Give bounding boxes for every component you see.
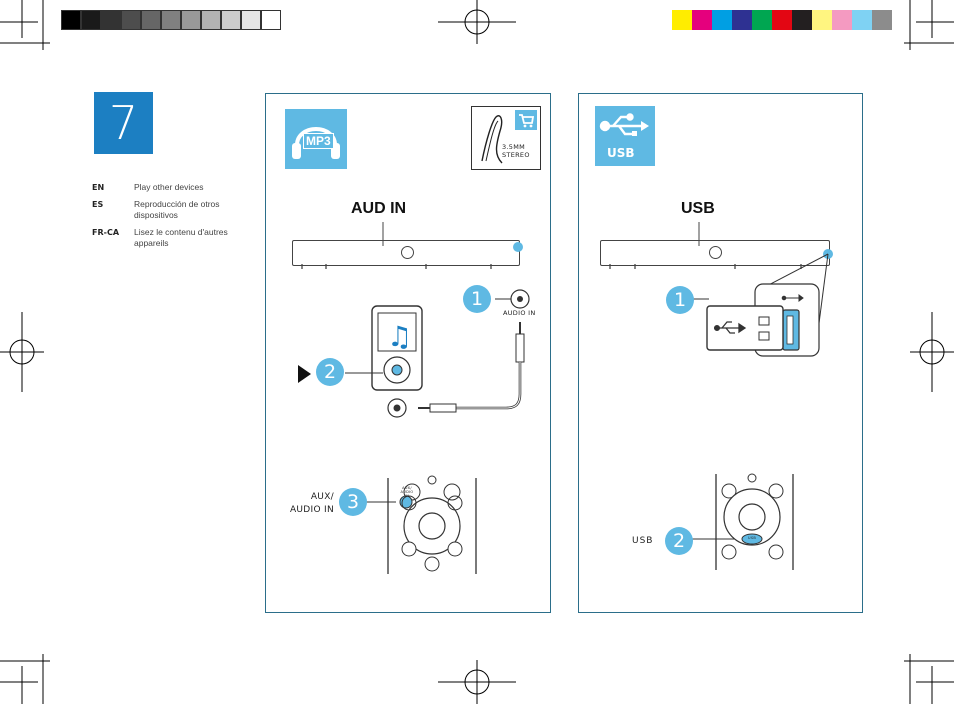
usb-tile-label: USB	[607, 146, 635, 160]
usb-icon-tile: USB	[595, 106, 655, 166]
remote-button-label: USB	[632, 536, 654, 546]
color-swatch	[732, 10, 752, 30]
gray-swatch	[141, 10, 161, 30]
speaker-device	[600, 240, 830, 266]
usb-symbol-icon	[599, 113, 649, 136]
step-1-callout: 1	[463, 285, 491, 313]
color-swatch	[672, 10, 692, 30]
color-swatch	[752, 10, 772, 30]
usb-panel-illustration	[609, 222, 833, 570]
language-code: EN	[92, 183, 105, 192]
gray-swatch	[61, 10, 81, 30]
remote-key-text: USB	[747, 536, 757, 540]
color-swatch	[812, 10, 832, 30]
aux-panel-illustration: ♫	[298, 222, 530, 574]
gray-swatch	[201, 10, 221, 30]
language-text: Reproducción de otros dispositivos	[134, 199, 220, 220]
step-1-callout: 1	[666, 286, 694, 314]
language-code: FR-CA	[92, 228, 120, 237]
gray-swatch	[121, 10, 141, 30]
device-knob	[709, 246, 722, 259]
remote-key-text: AUX/ AUDIO IN	[400, 486, 414, 498]
step-3-callout: 3	[339, 488, 367, 516]
gray-swatch	[221, 10, 241, 30]
cable-accessory-box: 3.5MM STEREO	[471, 106, 541, 170]
cart-icon	[515, 110, 537, 130]
language-code: ES	[92, 200, 104, 209]
gray-swatch	[181, 10, 201, 30]
gray-swatch	[261, 10, 281, 30]
step-number-badge: 7	[94, 92, 153, 154]
color-swatch	[772, 10, 792, 30]
remote-button-label: AUX/ AUDIO IN	[289, 492, 334, 515]
panel-heading: AUD IN	[351, 200, 407, 217]
gray-swatch	[161, 10, 181, 30]
language-text: Play other devices	[134, 182, 204, 192]
svg-text:♫: ♫	[387, 320, 412, 353]
device-knob	[401, 246, 414, 259]
speaker-device	[292, 240, 520, 266]
color-swatch	[872, 10, 892, 30]
headphones-icon	[292, 127, 340, 159]
step-2-callout: 2	[316, 358, 344, 386]
mp3-label: MP3	[303, 133, 334, 149]
gray-swatch	[241, 10, 261, 30]
usb-panel: USB USB	[578, 93, 863, 613]
mp3-icon-tile: MP3	[285, 109, 347, 169]
panel-heading: USB	[681, 200, 715, 217]
color-swatch	[792, 10, 812, 30]
audio-in-jack-label: AUDIO IN	[503, 309, 536, 317]
gray-swatch	[81, 10, 101, 30]
cable-spec-label: 3.5MM STEREO	[502, 143, 530, 159]
color-swatch	[832, 10, 852, 30]
gray-swatch	[101, 10, 121, 30]
color-swatch	[712, 10, 732, 30]
color-swatch	[692, 10, 712, 30]
step-2-callout: 2	[665, 527, 693, 555]
aux-input-panel: MP3 3.5MM STEREO AUD IN ♫	[265, 93, 551, 613]
language-text: Lisez le contenu d'autres appareils	[134, 227, 228, 248]
color-swatch	[852, 10, 872, 30]
audio-cable-icon	[481, 115, 503, 164]
